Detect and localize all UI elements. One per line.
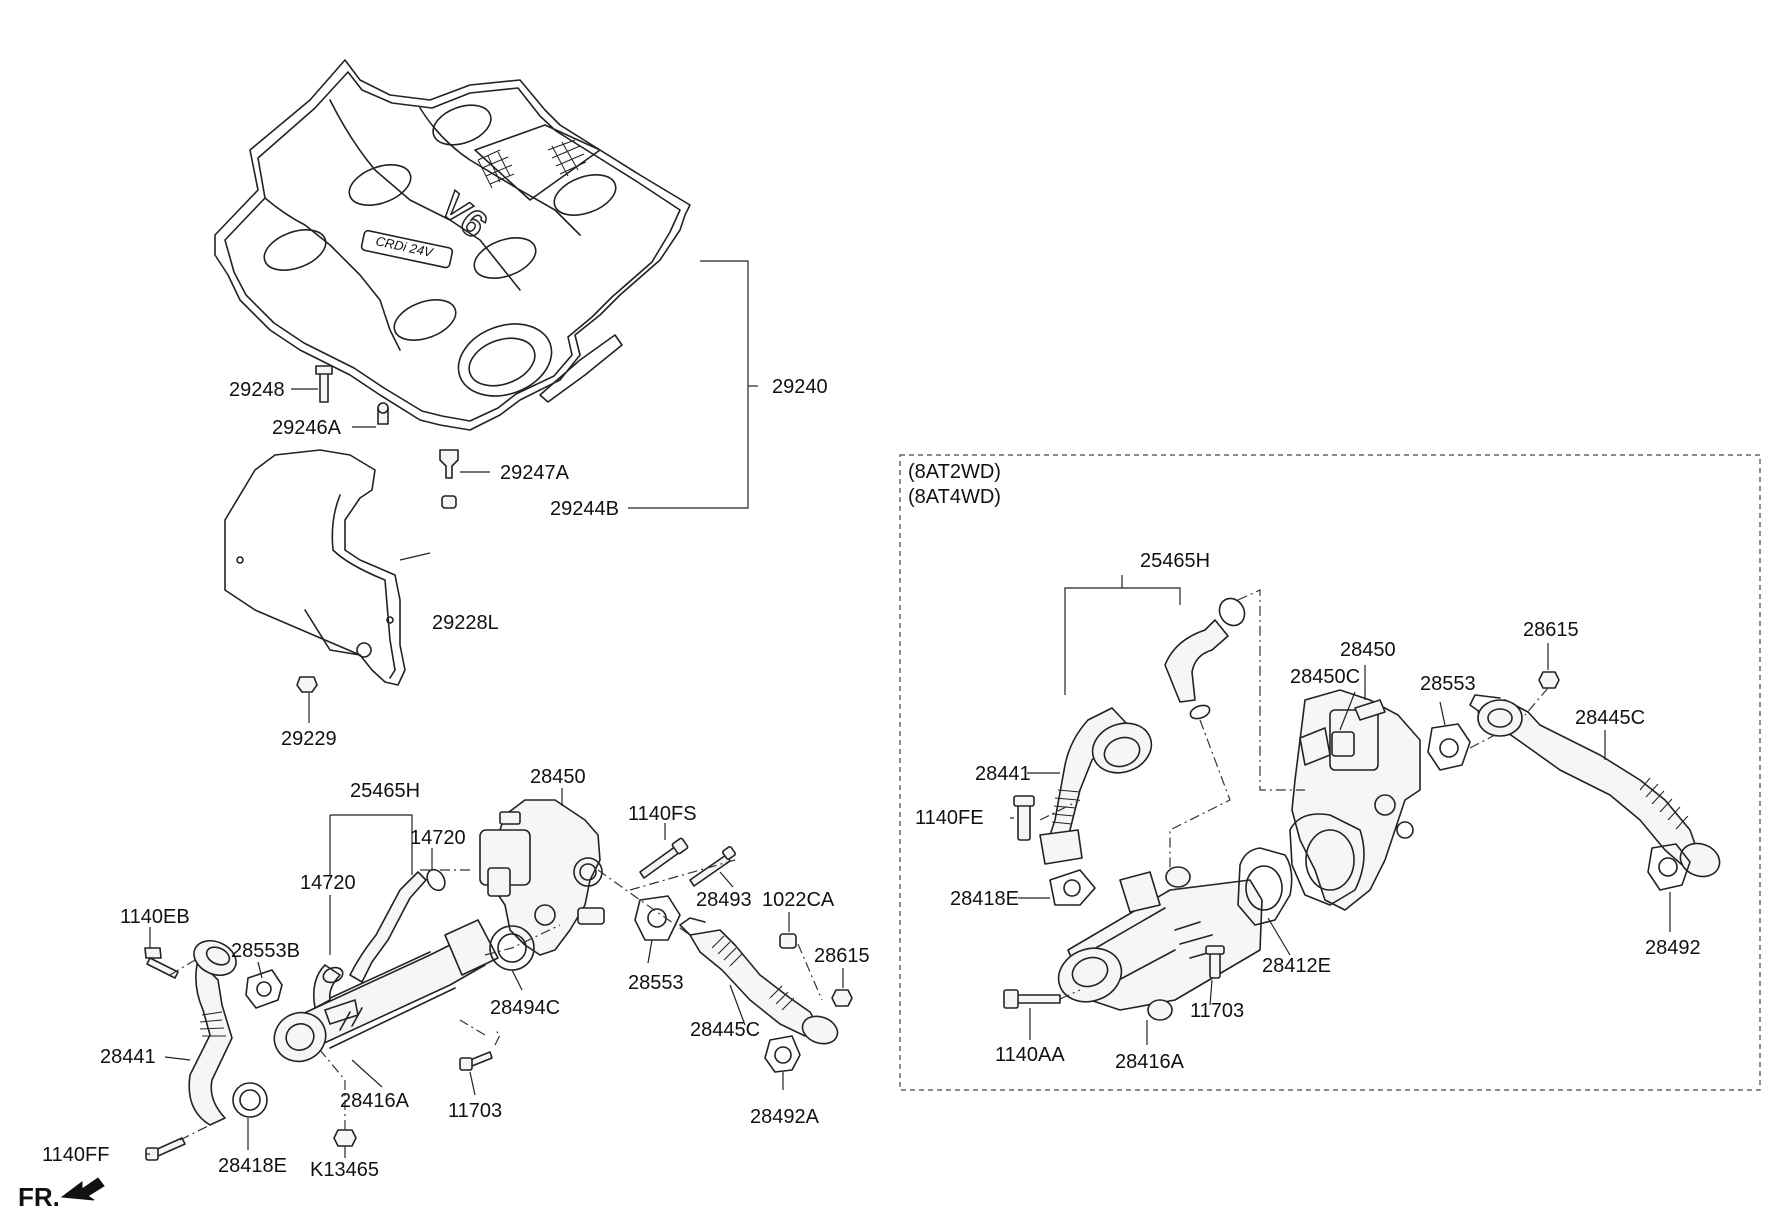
label-1022ca: 1022CA <box>762 889 835 911</box>
gasket-28492a <box>764 1035 801 1073</box>
label-28553b: 28553B <box>231 940 300 962</box>
label-28416a-right: 28416A <box>1115 1051 1185 1073</box>
label-28493: 28493 <box>696 889 752 911</box>
label-25465h-left: 25465H <box>350 780 420 802</box>
front-arrow-icon <box>60 1177 105 1201</box>
bolt-1140fe <box>1013 795 1035 841</box>
gasket-28553b <box>245 969 283 1009</box>
bolt-1140eb <box>144 947 179 979</box>
egr-pipe-28441-right <box>1039 707 1153 865</box>
label-28418e-left: 28418E <box>218 1155 287 1177</box>
nut-k13465 <box>333 1129 357 1147</box>
egr-cooler-28416a-right <box>1057 866 1263 1021</box>
gasket-large-flange-right <box>1289 813 1365 906</box>
gasket-28418e-right <box>1049 869 1096 906</box>
label-29247a: 29247A <box>500 462 570 484</box>
label-29229: 29229 <box>281 728 337 750</box>
nut-28615-right <box>1538 671 1560 689</box>
label-28445c-right: 28445C <box>1575 707 1645 729</box>
nut-1022ca <box>779 933 797 949</box>
front-direction-indicator: FR. <box>18 1177 105 1211</box>
label-28450c: 28450C <box>1290 666 1360 688</box>
leader-lines <box>146 260 1671 1158</box>
label-28450-right: 28450 <box>1340 639 1396 661</box>
bolt-1140ff <box>145 1137 186 1161</box>
label-28445c-left: 28445C <box>690 1019 760 1041</box>
front-direction-label: FR. <box>18 1182 60 1211</box>
cover-hatch-right <box>547 139 587 177</box>
label-1140fs: 1140FS <box>628 803 697 825</box>
cover-script-badge: CRDi 24V <box>374 233 435 260</box>
label-28412e: 28412E <box>1262 955 1331 977</box>
egr-cooler-28416a-left <box>273 919 499 1063</box>
gasket-28492-right <box>1647 843 1691 891</box>
assembly-centerlines <box>169 589 1549 1141</box>
cover-bolt-29247a <box>439 449 459 479</box>
label-28441-left: 28441 <box>100 1046 156 1068</box>
label-14720-left-b: 14720 <box>410 827 466 849</box>
bolt-11703-left <box>459 1051 493 1071</box>
label-25465h-right: 25465H <box>1140 550 1210 572</box>
bolt-1140aa <box>1003 989 1061 1009</box>
cover-pin-29246a <box>377 402 389 425</box>
gasket-28553-right <box>1427 723 1471 771</box>
cover-nut-29244b <box>441 495 457 509</box>
cover-grommet-29248 <box>315 365 333 403</box>
label-28441-right: 28441 <box>975 763 1031 785</box>
egr-valve-28450-right <box>1291 689 1421 911</box>
label-28615-left: 28615 <box>814 945 870 967</box>
cover-hatch-left <box>477 149 515 189</box>
label-1140fe: 1140FE <box>915 807 984 829</box>
label-29246a: 29246A <box>272 417 342 439</box>
egr-pipe-28445c-right <box>1469 694 1721 878</box>
label-29248: 29248 <box>229 379 285 401</box>
engine-cover: V6 CRDi 24V <box>214 59 691 431</box>
label-29240: 29240 <box>772 376 828 398</box>
label-28615-right: 28615 <box>1523 619 1579 641</box>
label-1140ff: 1140FF <box>42 1144 109 1166</box>
heat-shield-bolt-29229 <box>296 676 318 693</box>
gasket-28418e-left <box>232 1082 268 1118</box>
label-11703-right: 11703 <box>1190 1000 1244 1022</box>
label-28418e-right: 28418E <box>950 888 1019 910</box>
bolt-11703-right <box>1205 945 1225 979</box>
gasket-28412e <box>1237 847 1293 926</box>
hose-25465h-left <box>312 871 427 1009</box>
label-29244b: 29244B <box>550 498 619 520</box>
nut-28615-left <box>831 989 853 1007</box>
variant-label-8at4wd: (8AT4WD) <box>908 486 1001 508</box>
label-k13465: K13465 <box>310 1159 379 1181</box>
cover-v6-badge: V6 <box>432 185 495 247</box>
label-28416a-left: 28416A <box>340 1090 410 1112</box>
gasket-28553-left <box>634 895 681 941</box>
heat-shield-29228l <box>224 449 406 686</box>
label-28494c: 28494C <box>490 997 560 1019</box>
label-29228l: 29228L <box>432 612 499 634</box>
egr-actuator-28450c <box>1331 731 1355 757</box>
label-28492-right: 28492 <box>1645 937 1701 959</box>
egr-valve-28450-left <box>479 799 605 956</box>
label-28450-left: 28450 <box>530 766 586 788</box>
variant-label-8at2wd: (8AT2WD) <box>908 461 1001 483</box>
egr-pipe-28441-left <box>188 939 237 1126</box>
gasket-28494c <box>489 925 535 971</box>
label-1140aa: 1140AA <box>995 1044 1065 1066</box>
label-28553-right: 28553 <box>1420 673 1476 695</box>
egr-pipe-28445c-left <box>679 917 839 1045</box>
hose-clamp-14720-upper <box>426 868 446 892</box>
label-11703-left: 11703 <box>448 1100 502 1122</box>
hose-25465h-right <box>1164 597 1246 720</box>
label-28492a: 28492A <box>750 1106 820 1128</box>
bolt-1140fs <box>639 837 689 879</box>
label-28553-left: 28553 <box>628 972 684 994</box>
callout-labels: 29240 29248 29246A 29247A 29244B 29228L … <box>42 376 1701 1181</box>
hose-clamp-14720-lower <box>322 966 344 984</box>
label-14720-left-a: 14720 <box>300 872 356 894</box>
label-1140eb: 1140EB <box>120 906 190 928</box>
